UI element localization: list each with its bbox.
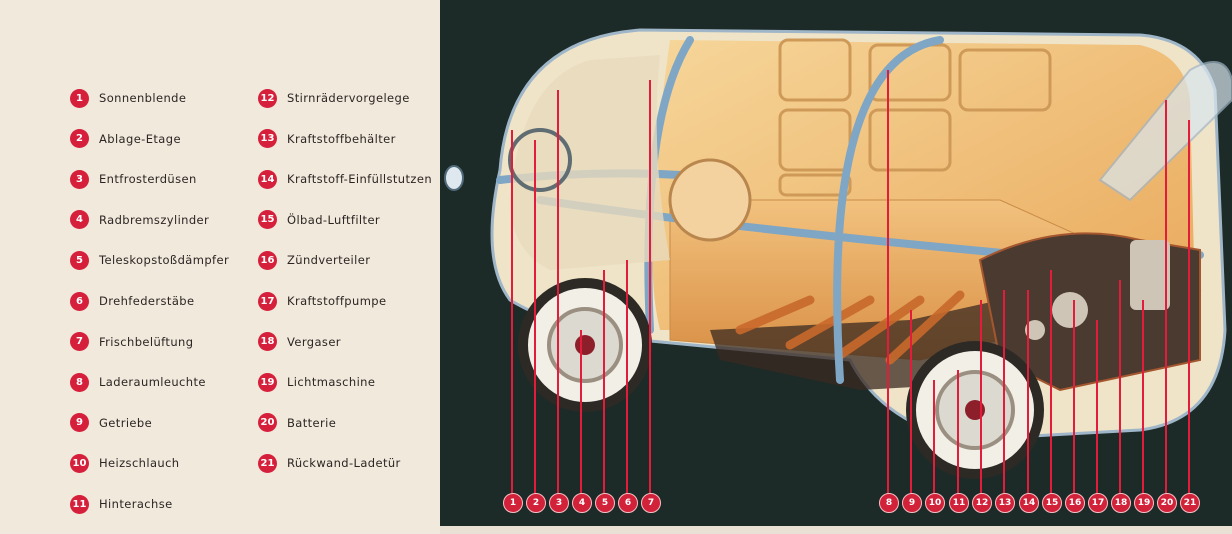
callout-marker: 4 — [572, 493, 592, 513]
legend-item: 7 Frischbelüftung — [70, 332, 193, 352]
legend-number-badge: 14 — [258, 169, 277, 189]
callout-marker: 6 — [618, 493, 638, 513]
legend-label: Radbremszylinder — [99, 212, 210, 227]
rear-wheel — [906, 341, 1044, 479]
legend-number-badge: 3 — [70, 169, 89, 189]
legend-panel: 1 Sonnenblende 2 Ablage-Etage 3 Entfrosterdüs… — [0, 0, 440, 534]
legend-label: Zündverteiler — [287, 253, 371, 268]
legend-item: 14 Kraftstoff-Einfüllstutzen — [258, 169, 432, 189]
legend-number-badge: 11 — [70, 494, 89, 514]
legend-item: 5 Teleskopstoßdämpfer — [70, 250, 229, 270]
legend-item: 2 Ablage-Etage — [70, 129, 181, 149]
legend-number-badge: 2 — [70, 129, 89, 149]
legend-item: 11 Hinterachse — [70, 494, 173, 514]
legend-item: 12 Stirnrädervorgelege — [258, 88, 410, 108]
legend-label: Stirnrädervorgelege — [287, 91, 410, 105]
callout-marker: 18 — [1111, 493, 1131, 513]
callout-marker: 3 — [549, 493, 569, 513]
legend-label: Vergaser — [287, 334, 341, 349]
legend-number-badge: 16 — [258, 250, 277, 270]
legend-number-badge: 4 — [70, 210, 89, 230]
callout-marker: 12 — [972, 493, 992, 513]
legend-label: Teleskopstoßdämpfer — [99, 253, 230, 268]
legend-item: 19 Lichtmaschine — [258, 372, 375, 392]
legend-number-badge: 8 — [70, 372, 89, 392]
bottom-strip — [440, 526, 1232, 534]
legend-number-badge: 10 — [70, 453, 89, 473]
legend-number-badge: 19 — [258, 372, 277, 392]
callout-marker: 2 — [526, 493, 546, 513]
callout-marker: 13 — [995, 493, 1015, 513]
legend-label: Getriebe — [99, 415, 153, 430]
callout-marker: 8 — [879, 493, 899, 513]
legend-item: 6 Drehfederstäbe — [70, 291, 194, 311]
callout-marker: 10 — [925, 493, 945, 513]
legend-label: Kraftstoff-Einfüllstutzen — [287, 172, 433, 187]
callout-marker: 15 — [1042, 493, 1062, 513]
callout-marker: 9 — [902, 493, 922, 513]
legend-label: Ölbad-Luftfilter — [287, 212, 381, 227]
legend-number-badge: 20 — [258, 413, 277, 433]
legend-label: Kraftstoffpumpe — [287, 294, 387, 308]
legend-number-badge: 9 — [70, 413, 89, 433]
legend-number-badge: 15 — [258, 210, 277, 230]
legend-item: 15 Ölbad-Luftfilter — [258, 210, 380, 230]
legend-number-badge: 5 — [70, 250, 89, 270]
legend-number-badge: 21 — [258, 453, 277, 473]
callout-marker: 7 — [641, 493, 661, 513]
legend-label: Hinterachse — [99, 497, 173, 511]
legend-label: Lichtmaschine — [287, 375, 376, 390]
legend-item: 17 Kraftstoffpumpe — [258, 291, 386, 311]
legend-item: 4 Radbremszylinder — [70, 210, 209, 230]
legend-label: Batterie — [287, 415, 337, 430]
front-wheel — [518, 278, 652, 412]
legend-item: 8 Laderaumleuchte — [70, 372, 206, 392]
legend-number-badge: 12 — [258, 88, 277, 108]
callout-marker: 20 — [1157, 493, 1177, 513]
legend-label: Heizschlauch — [99, 456, 180, 471]
callout-marker: 19 — [1134, 493, 1154, 513]
legend-item: 18 Vergaser — [258, 332, 341, 352]
legend-number-badge: 1 — [70, 88, 89, 108]
legend-number-badge: 7 — [70, 332, 89, 352]
legend-label: Kraftstoffbehälter — [287, 131, 396, 146]
callout-marker: 5 — [595, 493, 615, 513]
legend-label: Rückwand-Ladetür — [287, 456, 401, 471]
legend-label: Drehfederstäbe — [99, 294, 195, 308]
legend-item: 21 Rückwand-Ladetür — [258, 453, 401, 473]
callout-marker: 16 — [1065, 493, 1085, 513]
legend-item: 20 Batterie — [258, 413, 336, 433]
legend-item: 1 Sonnenblende — [70, 88, 186, 108]
callout-marker: 11 — [949, 493, 969, 513]
legend-item: 9 Getriebe — [70, 413, 152, 433]
legend-number-badge: 17 — [258, 291, 277, 311]
callout-marker: 17 — [1088, 493, 1108, 513]
legend-item: 16 Zündverteiler — [258, 250, 370, 270]
legend-label: Entfrosterdüsen — [99, 172, 197, 187]
callout-marker: 21 — [1180, 493, 1200, 513]
legend-number-badge: 18 — [258, 332, 277, 352]
callout-marker: 14 — [1019, 493, 1039, 513]
legend-label: Laderaumleuchte — [99, 375, 206, 390]
legend-item: 13 Kraftstoffbehälter — [258, 129, 396, 149]
legend-item: 3 Entfrosterdüsen — [70, 169, 197, 189]
legend-number-badge: 6 — [70, 291, 89, 311]
legend-item: 10 Heizschlauch — [70, 453, 180, 473]
legend-label: Sonnenblende — [99, 91, 187, 105]
legend-label: Ablage-Etage — [99, 131, 181, 146]
van-cutaway-drawing — [444, 28, 1232, 500]
legend-number-badge: 13 — [258, 129, 277, 149]
callout-marker: 1 — [503, 493, 523, 513]
legend-label: Frischbelüftung — [99, 334, 194, 349]
